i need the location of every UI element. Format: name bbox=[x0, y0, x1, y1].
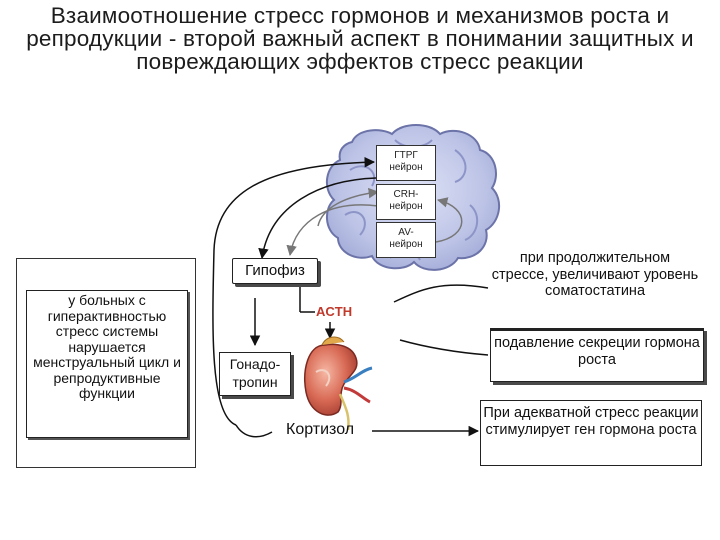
acth-label: ACTH bbox=[316, 304, 353, 319]
growth-hormone-gene-box: При адекватной стресс реакции стимулируе… bbox=[480, 400, 702, 466]
av-crh-arc-arrow bbox=[435, 197, 463, 243]
growth-hormone-suppression-arrow bbox=[399, 339, 489, 356]
crh-neuron-name: CRH- bbox=[393, 189, 419, 200]
crh-to-pituitary-arrow bbox=[286, 204, 379, 257]
gtrg-neuron-type: нейрон bbox=[389, 162, 423, 173]
left-note-text: у больных с гиперактивностью стресс сист… bbox=[33, 292, 181, 401]
gtrg-neuron-name: ГТРГ bbox=[394, 150, 418, 161]
gonadotropin-label-line2: тропин bbox=[232, 374, 278, 390]
slide-title: Взаимоотношение стресс гормонов и механи… bbox=[26, 3, 694, 74]
av-neuron: AV- нейрон bbox=[376, 222, 436, 258]
gonadotropin-box: Гонадо- тропин bbox=[219, 352, 291, 396]
av-neuron-name: AV- bbox=[398, 227, 414, 238]
somatostatin-note: при продолжительном стрессе, увеличивают… bbox=[491, 250, 699, 299]
gonadotropin-label-line1: Гонадо- bbox=[229, 356, 281, 372]
cortisol-feedback-arrow bbox=[212, 157, 376, 426]
adrenal-kidney-image bbox=[304, 336, 373, 431]
crh-neuron-type: нейрон bbox=[389, 201, 423, 212]
somatostatin-arrow bbox=[393, 284, 489, 303]
av-neuron-type: нейрон bbox=[389, 239, 423, 250]
crh-input-arrow bbox=[317, 187, 380, 227]
cortisol-label: Кортизол bbox=[286, 421, 355, 438]
pituitary-box: Гипофиз bbox=[232, 258, 318, 284]
gtrg-to-pituitary-arrow bbox=[258, 177, 377, 260]
left-note-box: у больных с гиперактивностью стресс сист… bbox=[26, 290, 188, 438]
growth-hormone-suppression-box: подавление секреции гормона роста bbox=[490, 328, 704, 382]
growth-hormone-gene-text: При адекватной стресс реакции стимулируе… bbox=[483, 405, 699, 438]
gtrg-neuron: ГТРГ нейрон bbox=[376, 145, 436, 181]
growth-hormone-suppression-text: подавление секреции гормона роста bbox=[494, 335, 700, 368]
crh-neuron: CRH- нейрон bbox=[376, 184, 436, 220]
pituitary-label: Гипофиз bbox=[245, 262, 305, 279]
